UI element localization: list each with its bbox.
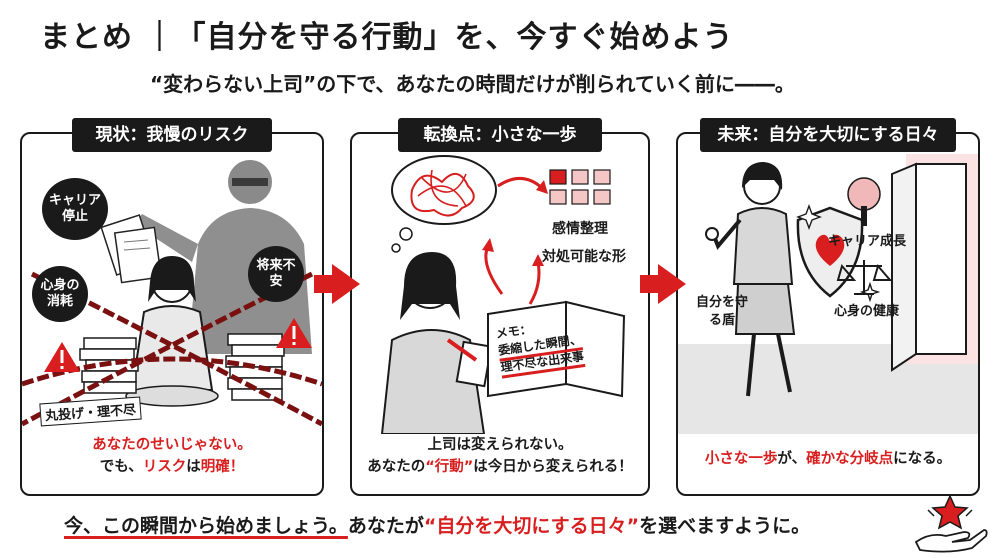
panel-current-risk: キャリア停止 心身の消耗 将来不安 丸投げ・理不尽 あなたのせいじゃない。 でも… — [20, 132, 324, 496]
tangled-thoughts-icon — [391, 155, 497, 253]
panel1-caption: あなたのせいじゃない。 でも、リスクは明確！ — [92, 437, 252, 475]
tree-icon — [847, 177, 881, 226]
shield-heart-icon — [796, 206, 864, 298]
hand-star-icon — [914, 494, 988, 553]
bubble-future-anxiety: 将来不安 — [248, 246, 304, 302]
label-mind-body-health: 心身の健康 — [834, 304, 900, 319]
panel3-title: 未来：自分を大切にする日々 — [700, 118, 956, 152]
label-manageable-shape: 対処可能な形 — [542, 249, 626, 265]
page-subtitle: “変わらない上司”の下で、あなたの時間だけが削られていく前に――。 — [150, 72, 795, 96]
footer-message: 今、この瞬間から始めましょう。あなたが“自分を大切にする日々”を選べますように。 — [64, 515, 811, 537]
balance-scale-icon — [836, 260, 893, 295]
notebook-icon — [487, 300, 626, 398]
door-light-icon — [891, 154, 978, 372]
panel3-caption: 小さな一歩が、確かな分岐点になる。 — [704, 451, 952, 467]
document-papers-icon — [100, 214, 163, 284]
sticky-notes-icon — [549, 169, 611, 205]
panel2-title: 転換点：小さな一歩 — [398, 118, 602, 152]
arrow-right-icon — [314, 264, 360, 304]
panel-future: 自分を守る盾 キャリア成長 心身の健康 小さな一歩が、確かな分岐点になる。 — [676, 132, 980, 496]
label-career-growth: キャリア成長 — [828, 234, 907, 249]
panel2-caption: 上司は変えられない。 あなたの“行動”は今日から変えられる！ — [367, 437, 633, 475]
label-self-shield: 自分を守る盾 — [695, 295, 748, 328]
bubble-career-stop: キャリア停止 — [42, 178, 108, 240]
warning-icon — [276, 318, 312, 348]
panel1-title: 現状：我慢のリスク — [72, 118, 272, 152]
arrow-right-icon — [640, 264, 686, 304]
bubble-mind-body-exhaustion: 心身の消耗 — [32, 266, 88, 322]
future-illustration — [678, 154, 978, 434]
label-emotion-sorting: 感情整理 — [552, 221, 608, 237]
page-title: まとめ ｜「自分を守る行動」を、今すぐ始めよう — [40, 20, 734, 55]
turning-illustration — [380, 155, 626, 434]
panel-turning-point: 感情整理 対処可能な形 メモ： 委縮した瞬間、 理不尽な出来事 上司は変えられな… — [350, 132, 650, 496]
warning-icon — [44, 342, 80, 372]
